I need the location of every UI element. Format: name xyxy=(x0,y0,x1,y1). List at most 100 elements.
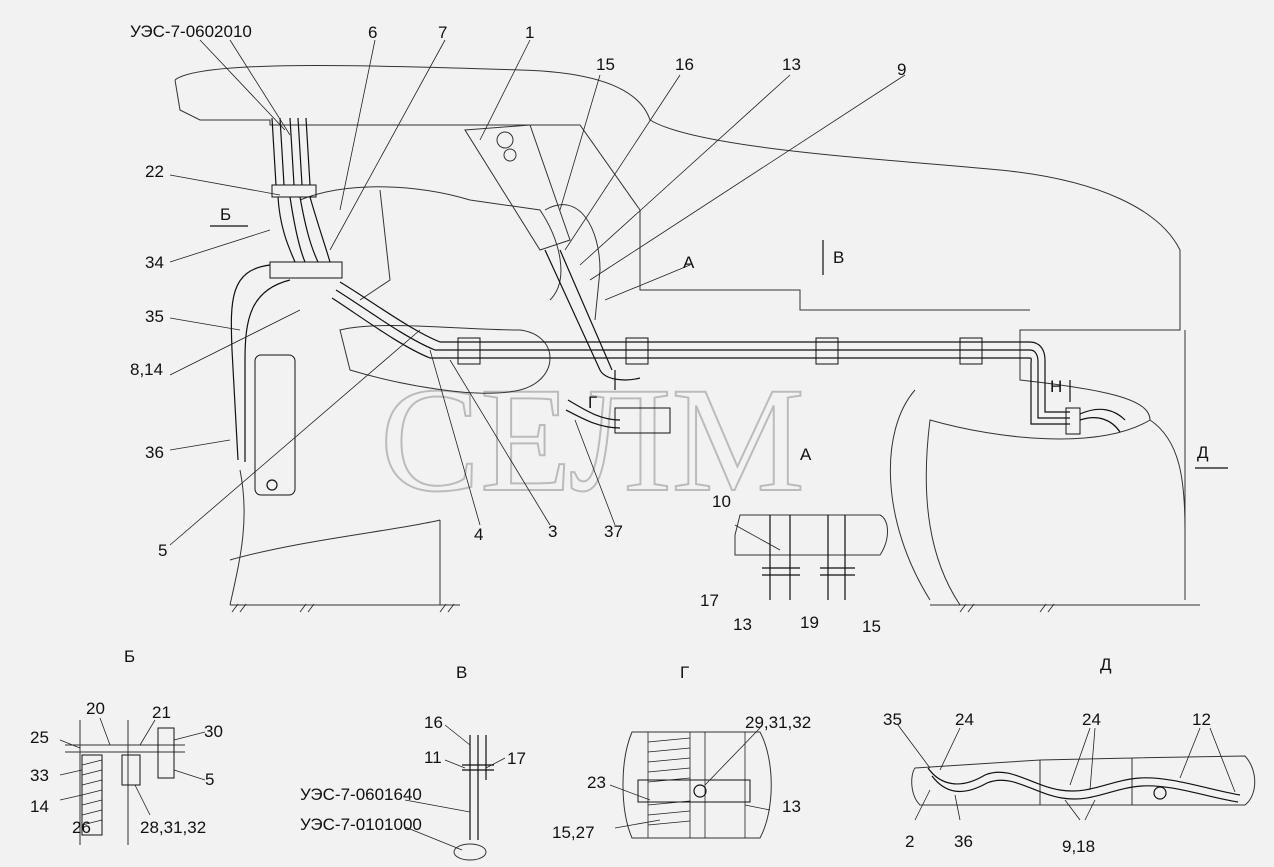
view-g-label-23: 23 xyxy=(587,773,606,792)
label-35: 35 xyxy=(145,307,164,326)
detail-a-outline xyxy=(734,514,888,556)
view-g-outline xyxy=(622,731,772,839)
view-v-label-code-0601640: УЭС-7-0601640 xyxy=(300,785,422,804)
lever-rod xyxy=(544,249,641,381)
view-g-title: Г xyxy=(680,663,689,682)
label-17: 17 xyxy=(700,591,719,610)
view-v-leaders xyxy=(404,724,506,851)
wheel-arch xyxy=(889,389,1186,601)
view-v xyxy=(404,724,506,861)
label-34: 34 xyxy=(145,253,164,272)
view-b-label-14: 14 xyxy=(30,797,49,816)
label-4: 4 xyxy=(474,525,483,544)
view-v-title: В xyxy=(456,663,467,682)
label-15: 15 xyxy=(596,55,615,74)
view-b-label-26: 26 xyxy=(72,818,91,837)
view-d xyxy=(897,724,1256,821)
watermark: СЕЛМ xyxy=(380,357,805,523)
label-36: 36 xyxy=(145,443,164,462)
tractor-body-outline xyxy=(174,65,1181,606)
view-v-base xyxy=(453,843,487,861)
view-g-lines xyxy=(647,732,746,838)
detail-a-clamps xyxy=(762,567,855,576)
main-view xyxy=(169,39,1228,613)
view-d-leaders xyxy=(897,724,1236,821)
label-7: 7 xyxy=(438,23,447,42)
view-d-outline xyxy=(911,755,1256,806)
view-d-fitting xyxy=(1153,786,1167,800)
pipe-clamp-4 xyxy=(959,337,983,365)
direction-arrows xyxy=(210,225,1228,469)
lower-frame-outline xyxy=(229,330,1200,606)
label-3: 3 xyxy=(548,522,557,541)
label-9: 9 xyxy=(897,60,906,79)
view-b-label-25: 25 xyxy=(30,728,49,747)
view-g-label-29-31-32: 29,31,32 xyxy=(745,713,811,732)
hose-fittings-22 xyxy=(271,184,317,198)
label-6: 6 xyxy=(368,23,377,42)
view-d-label-2: 2 xyxy=(905,832,914,851)
view-v-pipes xyxy=(469,735,487,840)
hose-bundle-lower xyxy=(277,196,331,263)
view-v-label-17: 17 xyxy=(507,749,526,768)
view-d-label-12: 12 xyxy=(1192,710,1211,729)
label-37: 37 xyxy=(604,522,623,541)
label-13: 13 xyxy=(782,55,801,74)
leader-lines xyxy=(169,39,906,551)
view-b-leaders xyxy=(59,717,206,816)
label-b-arrow: Б xyxy=(220,205,231,224)
ground-marks xyxy=(231,603,1055,613)
lever-assembly-1 xyxy=(464,124,571,251)
view-b-frame xyxy=(65,720,185,845)
rear-hose xyxy=(1079,408,1126,433)
view-g-leaders xyxy=(609,727,771,829)
label-5: 5 xyxy=(158,541,167,560)
valve-body xyxy=(614,407,671,434)
view-v-clamp xyxy=(462,764,494,771)
view-b-title: Б xyxy=(124,647,135,666)
label-d-arrow: Д xyxy=(1197,443,1209,462)
upper-hose-bundle xyxy=(271,117,311,186)
lever-guard xyxy=(544,204,601,321)
view-v-label-16: 16 xyxy=(424,713,443,732)
label-10: 10 xyxy=(712,492,731,511)
label-22: 22 xyxy=(145,162,164,181)
label-1: 1 xyxy=(525,23,534,42)
label-h: Н xyxy=(1050,377,1062,396)
view-d-hoses xyxy=(927,767,1241,803)
label-16: 16 xyxy=(675,55,694,74)
view-d-title: Д xyxy=(1100,655,1112,674)
body-panel xyxy=(339,325,551,394)
fender-outline xyxy=(299,186,562,301)
view-b-coil-hatch xyxy=(81,759,103,826)
label-a-top: А xyxy=(683,253,695,272)
view-v-label-code-0101000: УЭС-7-0101000 xyxy=(300,815,422,834)
hydraulic-cylinder xyxy=(254,354,296,496)
view-v-label-11: 11 xyxy=(424,748,442,767)
view-d-label-24b: 24 xyxy=(1082,710,1101,729)
view-b xyxy=(59,717,206,845)
label-13b: 13 xyxy=(733,615,752,634)
pipe-clamp-1 xyxy=(457,337,481,365)
view-b-label-5: 5 xyxy=(205,770,214,789)
view-b-label-21: 21 xyxy=(152,703,171,722)
view-b-fitting xyxy=(157,727,175,779)
view-b-label-33: 33 xyxy=(30,766,49,785)
cylinder-pin xyxy=(266,479,278,491)
label-a-mid: А xyxy=(800,445,812,464)
view-d-label-24a: 24 xyxy=(955,710,974,729)
view-b-label-28-31-32: 28,31,32 xyxy=(140,818,206,837)
distribution-block xyxy=(269,261,343,279)
label-8-14: 8,14 xyxy=(130,360,163,379)
view-g xyxy=(609,727,772,839)
view-g-label-13: 13 xyxy=(782,797,801,816)
view-g-clamp xyxy=(637,779,751,803)
view-d-label-35: 35 xyxy=(883,710,902,729)
label-code-0602010: УЭС-7-0602010 xyxy=(130,22,252,41)
cylinder-hose-36 xyxy=(230,264,291,462)
view-d-label-9-18: 9,18 xyxy=(1062,837,1095,856)
detail-a-pipes xyxy=(769,515,846,600)
pipe-clamp-h xyxy=(1065,407,1081,435)
view-g-bolt xyxy=(693,784,707,798)
